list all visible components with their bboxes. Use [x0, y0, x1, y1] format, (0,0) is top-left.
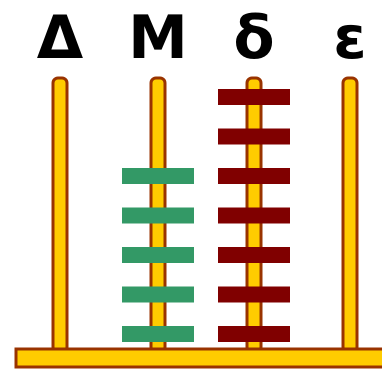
disk-small-delta-2 [218, 287, 290, 303]
disk-m-2 [122, 287, 194, 303]
disk-small-delta-7 [218, 89, 290, 105]
disk-m-5 [122, 168, 194, 184]
disk-m-4 [122, 208, 194, 224]
disk-m-1 [122, 326, 194, 342]
rod-epsilon [343, 78, 357, 352]
disk-small-delta-6 [218, 129, 290, 145]
abacus-base [16, 349, 382, 367]
rod-delta [53, 78, 67, 352]
disk-m-3 [122, 247, 194, 263]
disk-small-delta-4 [218, 208, 290, 224]
disk-small-delta-3 [218, 247, 290, 263]
disk-small-delta-1 [218, 326, 290, 342]
disk-small-delta-5 [218, 168, 290, 184]
